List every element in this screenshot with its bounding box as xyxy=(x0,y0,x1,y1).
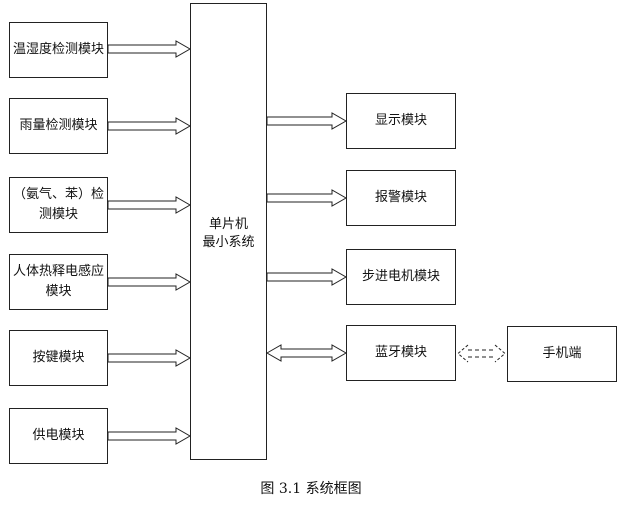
input-module-label: 按键模块 xyxy=(32,350,85,365)
arrow-mcu-to-alarm xyxy=(266,189,348,207)
arrow-mcu-bluetooth-bidirectional xyxy=(265,344,348,362)
arrow-pir-to-mcu xyxy=(107,273,192,291)
input-module-label: （氨气、苯）检测模块 xyxy=(12,187,104,222)
input-module-gas: （氨气、苯）检测模块 xyxy=(9,177,108,233)
figure-caption: 图 3.1 系统框图 xyxy=(260,481,362,497)
mcu-label-line1: 单片机 xyxy=(208,217,248,232)
arrow-power-to-mcu xyxy=(107,427,192,445)
input-module-label: 温湿度检测模块 xyxy=(12,42,104,57)
arrow-mcu-to-stepper xyxy=(266,268,348,286)
output-module-bluetooth: 蓝牙模块 xyxy=(346,325,456,381)
arrow-mcu-to-display xyxy=(266,112,348,130)
mcu-label: 单片机 最小系统 xyxy=(191,216,266,252)
input-module-label: 人体热释电感应模块 xyxy=(12,264,104,299)
mcu-label-line2: 最小系统 xyxy=(202,235,255,250)
output-module-label: 显示模块 xyxy=(374,113,427,128)
output-module-label: 蓝牙模块 xyxy=(374,345,427,360)
input-module-temp-humidity: 温湿度检测模块 xyxy=(9,22,108,78)
output-module-stepper-motor: 步进电机模块 xyxy=(346,249,456,305)
arrow-rain-to-mcu xyxy=(107,117,192,135)
input-module-label: 雨量检测模块 xyxy=(19,118,98,133)
input-module-label: 供电模块 xyxy=(32,428,85,443)
input-module-rain: 雨量检测模块 xyxy=(9,98,108,154)
output-module-label: 步进电机模块 xyxy=(361,269,440,284)
phone-terminal: 手机端 xyxy=(507,326,617,382)
input-module-pir: 人体热释电感应模块 xyxy=(9,254,108,310)
arrow-gas-to-mcu xyxy=(107,196,192,214)
arrow-bluetooth-phone-dashed xyxy=(457,344,506,363)
input-module-power: 供电模块 xyxy=(9,408,108,464)
output-module-label: 报警模块 xyxy=(374,190,427,205)
arrow-temp-humidity-to-mcu xyxy=(107,40,192,58)
output-module-alarm: 报警模块 xyxy=(346,170,456,226)
output-module-display: 显示模块 xyxy=(346,93,456,149)
mcu-minimum-system: 单片机 最小系统 xyxy=(190,3,267,460)
input-module-keys: 按键模块 xyxy=(9,330,108,386)
phone-label: 手机端 xyxy=(542,346,582,361)
arrow-keys-to-mcu xyxy=(107,349,192,367)
